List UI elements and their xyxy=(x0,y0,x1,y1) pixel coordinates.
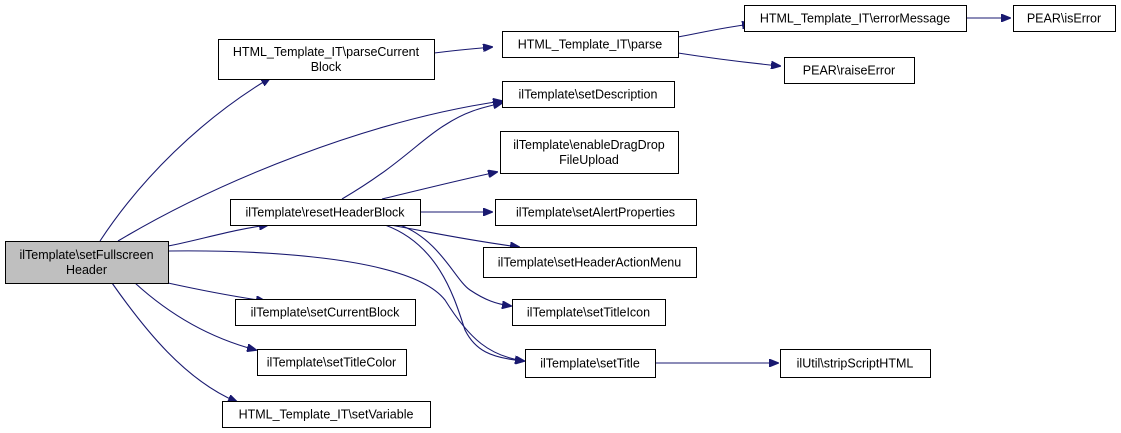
node-label-line: ilTemplate\resetHeaderBlock xyxy=(245,206,405,220)
node-set-current-block[interactable]: ilTemplate\setCurrentBlock xyxy=(235,299,416,326)
node-reset-header-block[interactable]: ilTemplate\resetHeaderBlock xyxy=(230,199,421,226)
edge-setfullscreenheader-to-setcurrentblock xyxy=(167,282,265,301)
node-label-line: HTML_Template_IT\parse xyxy=(518,38,663,52)
edge-setfullscreenheader-to-resetheaderblock xyxy=(167,225,268,247)
node-is-error[interactable]: PEAR\isError xyxy=(1013,5,1116,32)
node-box xyxy=(235,299,416,326)
node-set-header-action-menu[interactable]: ilTemplate\setHeaderActionMenu xyxy=(483,247,697,278)
edge-resetheaderblock-to-setheaderactionmenu xyxy=(389,224,519,247)
node-box xyxy=(512,299,666,326)
node-set-alert-properties[interactable]: ilTemplate\setAlertProperties xyxy=(495,199,697,226)
node-box xyxy=(502,31,679,58)
edge-setfullscreenheader-to-setdescription xyxy=(117,101,502,242)
node-strip-script-html[interactable]: ilUtil\stripScriptHTML xyxy=(780,349,931,378)
node-set-description[interactable]: ilTemplate\setDescription xyxy=(502,81,675,108)
node-label-line: HTML_Template_IT\parseCurrent xyxy=(233,45,420,59)
edge-setfullscreenheader-to-parsecurrentblock xyxy=(99,78,270,242)
node-box xyxy=(222,401,431,428)
edge-setfullscreenheader-to-settitlecolor xyxy=(134,282,256,350)
node-label-line: HTML_Template_IT\errorMessage xyxy=(760,12,950,26)
node-box xyxy=(257,349,407,376)
node-set-title[interactable]: ilTemplate\setTitle xyxy=(525,349,656,378)
node-box xyxy=(230,199,421,226)
edge-parse-to-raiseerror xyxy=(677,52,780,66)
edge-parse-to-errormessage xyxy=(677,24,751,38)
node-label-line: ilTemplate\enableDragDrop xyxy=(513,138,665,152)
edge-setfullscreenheader-to-setvariable xyxy=(111,282,237,402)
node-label-line: Header xyxy=(66,263,107,277)
node-label-line: PEAR\raiseError xyxy=(803,64,895,78)
node-label-line: ilTemplate\setCurrentBlock xyxy=(251,306,400,320)
node-label-line: HTML_Template_IT\setVariable xyxy=(239,408,414,422)
node-label-line: Block xyxy=(311,60,342,74)
node-label-line: ilTemplate\setHeaderActionMenu xyxy=(498,256,681,270)
node-set-title-color[interactable]: ilTemplate\setTitleColor xyxy=(257,349,407,376)
node-box xyxy=(500,131,679,174)
node-label-line: ilTemplate\setTitle xyxy=(540,357,640,371)
node-box xyxy=(5,241,169,284)
node-label-line: ilTemplate\setTitleColor xyxy=(267,356,396,370)
node-set-title-icon[interactable]: ilTemplate\setTitleIcon xyxy=(512,299,666,326)
edge-parsecurrentblock-to-parse xyxy=(433,47,492,54)
node-box xyxy=(218,39,435,80)
node-label-line: ilTemplate\setDescription xyxy=(519,88,658,102)
edge-resetheaderblock-to-setdescription xyxy=(341,103,502,200)
node-box xyxy=(502,81,675,108)
node-box xyxy=(525,349,656,378)
edge-resetheaderblock-to-enabledragdrop xyxy=(381,172,497,200)
node-box xyxy=(483,247,697,278)
edge-resetheaderblock-to-settitleicon xyxy=(399,224,511,306)
node-label-line: PEAR\isError xyxy=(1027,12,1101,26)
node-raise-error[interactable]: PEAR\raiseError xyxy=(784,57,915,84)
node-label-line: ilTemplate\setTitleIcon xyxy=(527,306,650,320)
node-parse[interactable]: HTML_Template_IT\parse xyxy=(502,31,679,58)
call-nodes: ilTemplate\setFullscreenHeaderHTML_Templ… xyxy=(5,5,1116,428)
node-error-message[interactable]: HTML_Template_IT\errorMessage xyxy=(744,5,967,32)
node-label-line: ilUtil\stripScriptHTML xyxy=(797,357,914,371)
node-set-variable[interactable]: HTML_Template_IT\setVariable xyxy=(222,401,431,428)
node-box xyxy=(744,5,967,32)
node-label-line: ilTemplate\setFullscreen xyxy=(19,248,153,262)
node-box xyxy=(1013,5,1116,32)
node-label-line: FileUpload xyxy=(559,153,619,167)
edge-resetheaderblock-to-settitle xyxy=(384,224,524,361)
node-box xyxy=(495,199,697,226)
call-edges xyxy=(99,18,1010,402)
node-label-line: ilTemplate\setAlertProperties xyxy=(516,206,675,220)
edge-setfullscreenheader-to-settitle xyxy=(167,250,524,361)
node-box xyxy=(780,349,931,378)
node-box xyxy=(784,57,915,84)
